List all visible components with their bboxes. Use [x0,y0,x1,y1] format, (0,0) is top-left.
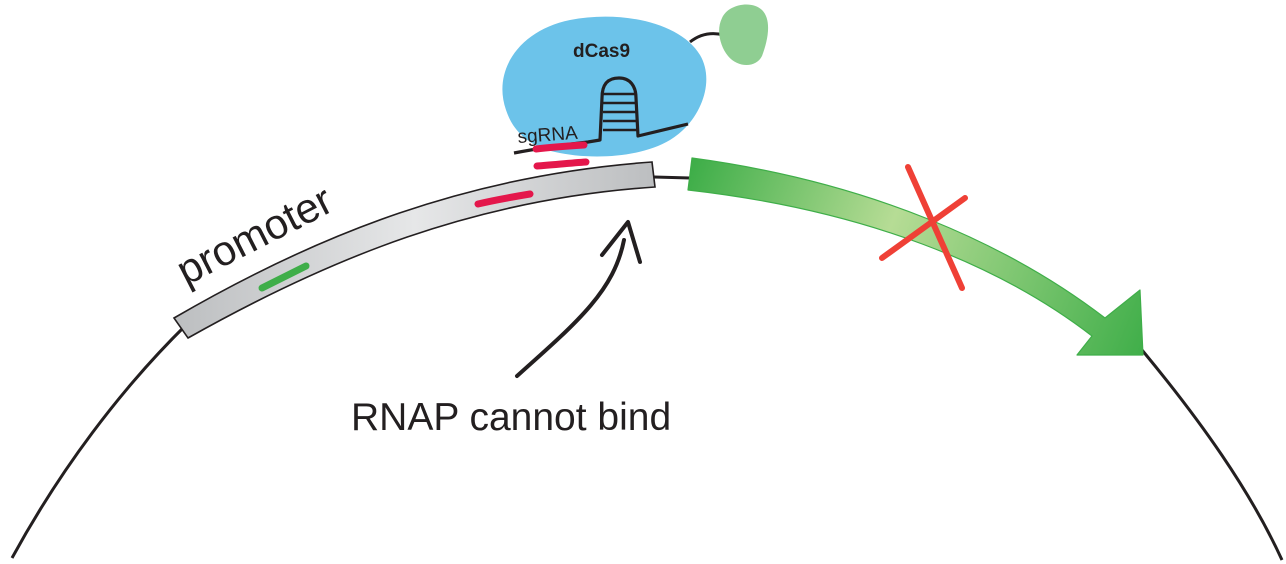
target-site-lower [474,190,534,208]
rnap-label: RNAP cannot bind [351,396,671,439]
sgrna-spacer [532,141,588,153]
promoter-region [172,161,656,340]
sgrna-label: sgRNA [517,123,579,148]
target-site-upper [533,158,590,170]
block-cross [879,164,968,291]
gene-arrow [687,157,1144,356]
hairpin-rungs [603,92,637,132]
minus35-box [258,262,310,292]
dcas9-label: dCas9 [573,41,630,62]
dna-backbone [10,175,1284,561]
pointer-arrow [515,220,642,378]
sgrna-strand [513,76,689,155]
effector-tether [689,32,725,44]
effector-domain [719,4,769,65]
